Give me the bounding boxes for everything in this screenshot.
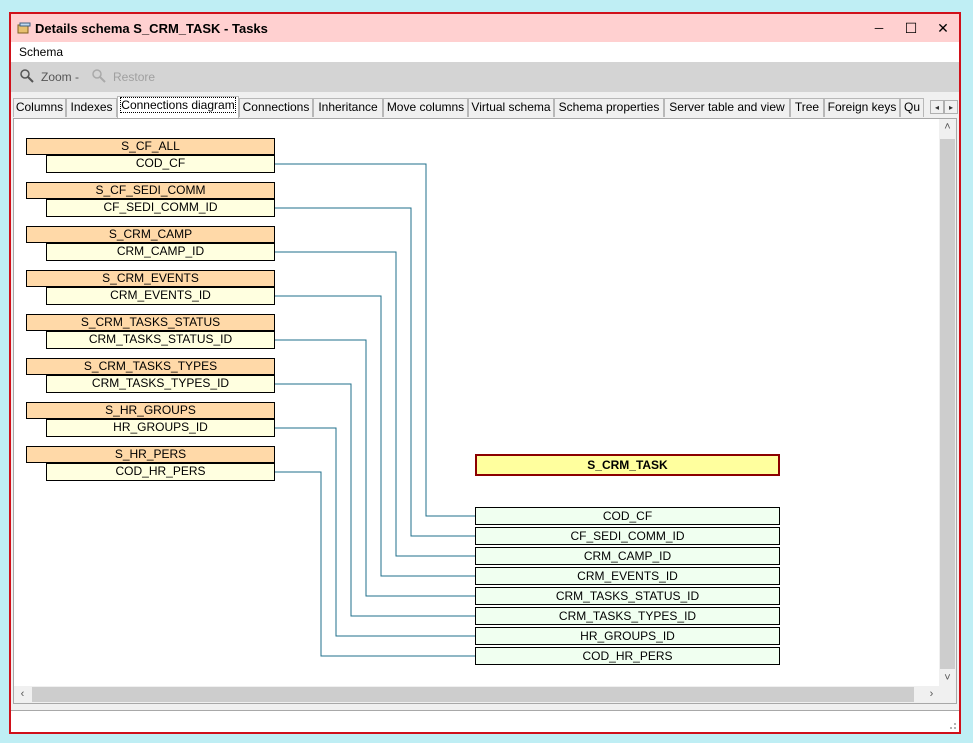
tab-connections-diagram[interactable]: Connections diagram	[117, 96, 239, 118]
tab-scroll-right-button[interactable]: ▸	[944, 100, 958, 114]
target-table-field[interactable]: CF_SEDI_COMM_ID	[475, 527, 780, 545]
minimize-icon: ─	[874, 21, 884, 35]
connection-line	[275, 427, 475, 637]
scroll-down-icon[interactable]: ˅	[944, 672, 951, 684]
tab-scroll-left-button[interactable]: ◂	[930, 100, 944, 114]
connection-lines	[275, 163, 475, 657]
source-table-header[interactable]: S_CF_SEDI_COMM	[26, 182, 275, 199]
tab-columns[interactable]: Columns	[13, 98, 66, 117]
maximize-icon: ☐	[904, 19, 918, 36]
window-title: Details schema S_CRM_TASK - Tasks	[35, 20, 268, 36]
source-table-header[interactable]: S_HR_PERS	[26, 446, 275, 463]
connection-line	[275, 163, 475, 517]
tab-foreign-keys[interactable]: Foreign keys	[824, 98, 900, 117]
horizontal-scrollbar[interactable]: ‹ ›	[14, 686, 940, 703]
restore-icon	[91, 68, 107, 87]
target-table-field[interactable]: CRM_TASKS_TYPES_ID	[475, 607, 780, 625]
minimize-button[interactable]: ─	[863, 14, 895, 42]
scroll-right-icon[interactable]: ›	[929, 688, 934, 700]
arrow-right-icon: ▸	[948, 102, 953, 112]
tab-tree[interactable]: Tree	[790, 98, 824, 117]
toolbar: Zoom - Restore	[11, 62, 959, 92]
source-table-field[interactable]: CRM_EVENTS_ID	[46, 287, 275, 305]
zoom-icon	[19, 68, 35, 87]
source-table-field[interactable]: CRM_TASKS_TYPES_ID	[46, 375, 275, 393]
connection-line	[275, 207, 475, 537]
scrollbar-corner	[939, 686, 956, 703]
maximize-button[interactable]: ☐	[895, 14, 927, 42]
tab-schema-properties[interactable]: Schema properties	[554, 98, 664, 117]
tab-connections[interactable]: Connections	[239, 98, 313, 117]
app-icon	[17, 21, 31, 35]
restore-label: Restore	[113, 70, 156, 84]
source-table-field[interactable]: CRM_CAMP_ID	[46, 243, 275, 261]
source-table-header[interactable]: S_CRM_EVENTS	[26, 270, 275, 287]
close-icon: ✕	[937, 19, 949, 36]
title-bar[interactable]: Details schema S_CRM_TASK - Tasks ─ ☐ ✕	[11, 14, 959, 42]
arrow-left-icon: ◂	[934, 102, 939, 112]
source-table-field[interactable]: CF_SEDI_COMM_ID	[46, 199, 275, 217]
tab-server-table-and-view[interactable]: Server table and view	[664, 98, 790, 117]
target-table-field[interactable]: HR_GROUPS_ID	[475, 627, 780, 645]
connection-line	[275, 339, 475, 597]
scroll-left-icon[interactable]: ‹	[20, 688, 25, 700]
restore-button[interactable]: Restore	[91, 68, 155, 87]
tab-virtual-schema[interactable]: Virtual schema	[468, 98, 554, 117]
scroll-up-icon[interactable]: ˄	[944, 121, 951, 133]
source-table-field[interactable]: HR_GROUPS_ID	[46, 419, 275, 437]
zoom-label: Zoom -	[41, 70, 80, 84]
target-table-field[interactable]: CRM_EVENTS_ID	[475, 567, 780, 585]
resize-grip-icon[interactable]	[947, 720, 957, 730]
vertical-scrollbar[interactable]: ˄ ˅	[939, 119, 956, 687]
source-table-field[interactable]: COD_CF	[46, 155, 275, 173]
source-table-field[interactable]: COD_HR_PERS	[46, 463, 275, 481]
menu-bar: Schema	[11, 42, 959, 62]
tab-query[interactable]: Qu	[900, 98, 924, 117]
zoom-button[interactable]: Zoom -	[19, 68, 79, 87]
source-table-header[interactable]: S_HR_GROUPS	[26, 402, 275, 419]
source-table-field[interactable]: CRM_TASKS_STATUS_ID	[46, 331, 275, 349]
menu-schema[interactable]: Schema	[19, 45, 64, 59]
tab-strip: Columns Indexes Connections diagram Conn…	[13, 96, 958, 118]
tab-indexes[interactable]: Indexes	[66, 98, 117, 117]
target-table-header[interactable]: S_CRM_TASK	[475, 454, 780, 476]
connection-line	[275, 471, 475, 657]
source-table-header[interactable]: S_CRM_CAMP	[26, 226, 275, 243]
horizontal-scroll-thumb[interactable]	[32, 687, 914, 702]
source-table-header[interactable]: S_CRM_TASKS_TYPES	[26, 358, 275, 375]
connection-line	[275, 295, 475, 577]
target-table-field[interactable]: COD_CF	[475, 507, 780, 525]
target-table-field[interactable]: CRM_TASKS_STATUS_ID	[475, 587, 780, 605]
tab-inheritance[interactable]: Inheritance	[313, 98, 383, 117]
connection-line	[275, 383, 475, 617]
target-table-field[interactable]: COD_HR_PERS	[475, 647, 780, 665]
details-schema-window: Details schema S_CRM_TASK - Tasks ─ ☐ ✕ …	[9, 12, 961, 734]
tab-move-columns[interactable]: Move columns	[383, 98, 468, 117]
status-bar	[11, 710, 959, 732]
target-table-field[interactable]: CRM_CAMP_ID	[475, 547, 780, 565]
source-table-header[interactable]: S_CRM_TASKS_STATUS	[26, 314, 275, 331]
close-button[interactable]: ✕	[927, 14, 959, 42]
connection-line	[275, 251, 475, 557]
vertical-scroll-thumb[interactable]	[940, 139, 955, 669]
source-table-header[interactable]: S_CF_ALL	[26, 138, 275, 155]
